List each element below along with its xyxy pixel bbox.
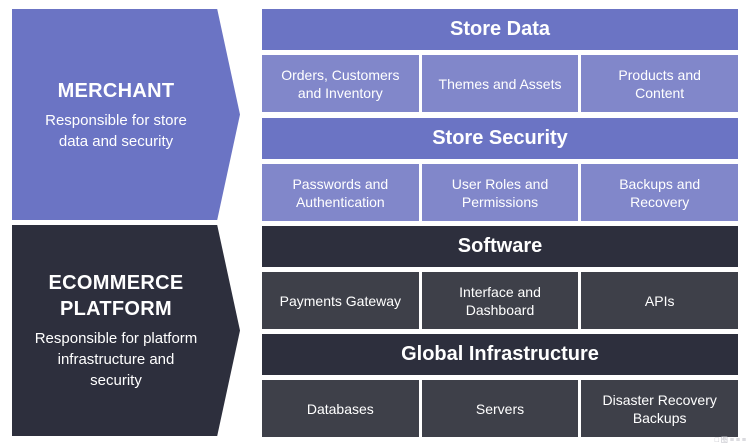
platform-description: Responsible for platform infrastructure … — [34, 330, 198, 389]
store-data-cell: Products and Content — [581, 55, 739, 112]
watermark: □ 图 ≡ ≡ ≡ — [714, 437, 746, 444]
store-data-header: Store Data — [262, 9, 738, 50]
store-security-cell: User Roles and Permissions — [421, 164, 579, 221]
store-security-cell: Passwords and Authentication — [262, 164, 419, 221]
merchant-arrow: MERCHANT Responsible for store data and … — [12, 9, 240, 220]
store-security-row: Passwords and Authentication User Roles … — [262, 164, 739, 221]
platform-arrow: ECOMMERCE PLATFORM Responsible for platf… — [12, 225, 240, 436]
global-infrastructure-header: Global Infrastructure — [262, 334, 738, 375]
software-row: Payments Gateway Interface and Dashboard… — [262, 272, 739, 329]
merchant-title: MERCHANT — [57, 79, 175, 102]
merchant-description: Responsible for store data and security — [45, 111, 187, 150]
platform-title: ECOMMERCE PLATFORM — [48, 272, 184, 320]
global-infrastructure-row: Databases Servers Disaster Recovery Back… — [262, 380, 739, 437]
store-security-header: Store Security — [262, 118, 738, 159]
software-cell: Interface and Dashboard — [421, 272, 579, 329]
software-header: Software — [262, 226, 738, 267]
software-cell: APIs — [581, 272, 739, 329]
store-data-cell: Themes and Assets — [421, 55, 579, 112]
global-infrastructure-cell: Databases — [262, 380, 419, 437]
store-data-cell: Orders, Customers and Inventory — [262, 55, 419, 112]
software-cell: Payments Gateway — [262, 272, 419, 329]
store-security-cell: Backups and Recovery — [581, 164, 739, 221]
global-infrastructure-cell: Servers — [421, 380, 579, 437]
global-infrastructure-cell: Disaster Recovery Backups — [581, 380, 739, 437]
store-data-row: Orders, Customers and Inventory Themes a… — [262, 55, 739, 112]
